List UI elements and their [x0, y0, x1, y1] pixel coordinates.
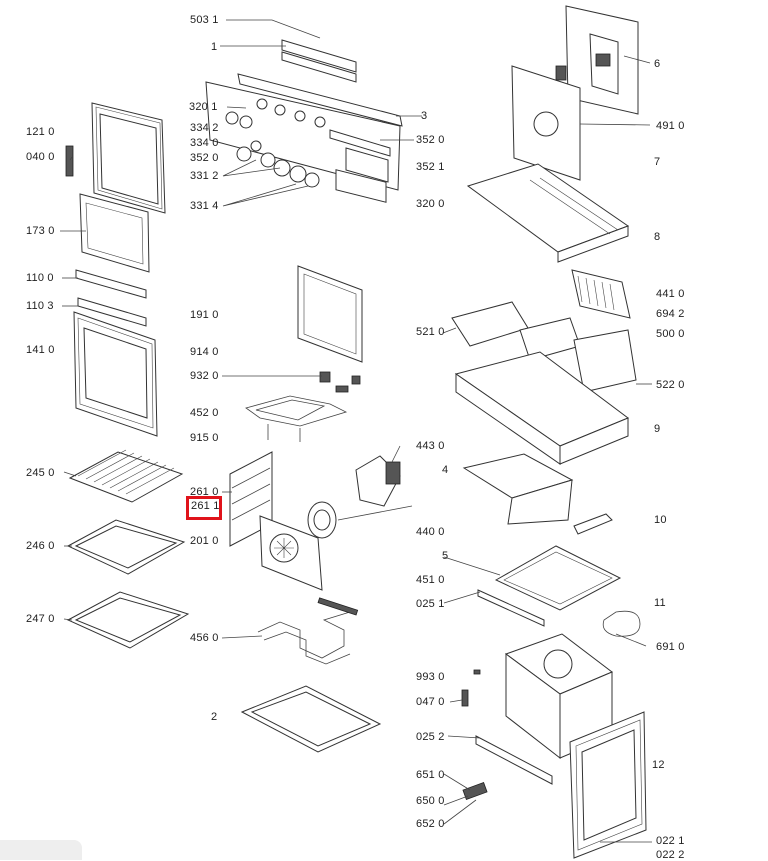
- oven-cavity-frame-part: [454, 351, 630, 465]
- part-label[interactable]: 6: [654, 58, 661, 70]
- part-label[interactable]: 8: [654, 231, 661, 243]
- part-label[interactable]: 246 0: [26, 540, 55, 552]
- part-label[interactable]: 4: [442, 464, 449, 476]
- rear-panel-part: [259, 515, 323, 591]
- part-label[interactable]: 025 1: [416, 598, 445, 610]
- panel-bracket-part: [281, 39, 357, 83]
- part-label[interactable]: 694 2: [656, 308, 685, 320]
- convection-fan-part: [307, 501, 337, 539]
- hinge-part: [461, 669, 488, 800]
- part-label[interactable]: 331 2: [190, 170, 219, 182]
- control-knobs-part: [236, 140, 320, 188]
- part-label[interactable]: 651 0: [416, 769, 445, 781]
- part-label[interactable]: 334 0: [190, 137, 219, 149]
- part-label[interactable]: 173 0: [26, 225, 55, 237]
- door-seal-part: [602, 610, 641, 637]
- door-handle-part: [65, 145, 74, 177]
- control-panel-part: [205, 73, 403, 203]
- part-label[interactable]: 932 0: [190, 370, 219, 382]
- insulation-part: [462, 453, 574, 525]
- outer-door-part: [73, 311, 158, 437]
- part-label[interactable]: 121 0: [26, 126, 55, 138]
- part-label[interactable]: 440 0: [416, 526, 445, 538]
- part-label[interactable]: 452 0: [190, 407, 219, 419]
- door-profile-part: [75, 269, 147, 327]
- panel-trim-part: [329, 129, 391, 183]
- part-label[interactable]: 141 0: [26, 344, 55, 356]
- part-label[interactable]: 191 0: [190, 309, 219, 321]
- door-frame-part: [91, 102, 166, 214]
- part-label[interactable]: 650 0: [416, 795, 445, 807]
- electronics-module-part: [451, 301, 637, 393]
- glass-panel-part: [494, 545, 622, 611]
- part-label[interactable]: 201 0: [190, 535, 219, 547]
- lamp-part: [319, 371, 361, 393]
- deep-tray-part: [66, 591, 190, 649]
- wire-shelf-part: [68, 449, 184, 503]
- part-label[interactable]: 12: [652, 759, 665, 771]
- door-glass-part: [79, 193, 150, 273]
- part-label-highlighted[interactable]: 261 1: [191, 500, 220, 512]
- part-label[interactable]: 025 2: [416, 731, 445, 743]
- viewer-corner-tab: [0, 840, 82, 860]
- part-label[interactable]: 10: [654, 514, 667, 526]
- part-label[interactable]: 443 0: [416, 440, 445, 452]
- part-label[interactable]: 247 0: [26, 613, 55, 625]
- part-label[interactable]: 352 0: [416, 134, 445, 146]
- part-label[interactable]: 9: [654, 423, 661, 435]
- part-label[interactable]: 441 0: [656, 288, 685, 300]
- part-label[interactable]: 320 0: [416, 198, 445, 210]
- part-label[interactable]: 500 0: [656, 328, 685, 340]
- bottom-rail-part: [475, 735, 553, 785]
- part-label[interactable]: 915 0: [190, 432, 219, 444]
- part-label[interactable]: 456 0: [190, 632, 219, 644]
- part-label[interactable]: 503 1: [190, 14, 219, 26]
- part-label[interactable]: 7: [654, 156, 661, 168]
- part-label[interactable]: 5: [442, 550, 449, 562]
- rear-plate-part: [511, 65, 581, 181]
- part-label[interactable]: 3: [421, 110, 428, 122]
- part-label[interactable]: 491 0: [656, 120, 685, 132]
- part-label[interactable]: 245 0: [26, 467, 55, 479]
- front-door-part: [569, 711, 647, 859]
- part-label[interactable]: 110 3: [26, 300, 54, 312]
- bottom-heating-element-part: [257, 597, 359, 665]
- part-label[interactable]: 352 1: [416, 161, 445, 173]
- bracket-10-part: [573, 513, 613, 535]
- part-label[interactable]: 047 0: [416, 696, 445, 708]
- oven-light-cover-part: [297, 265, 363, 363]
- part-label[interactable]: 914 0: [190, 346, 219, 358]
- top-cover-part: [466, 163, 630, 263]
- part-label[interactable]: 022 1: [656, 835, 685, 847]
- part-label[interactable]: 040 0: [26, 151, 55, 163]
- part-label[interactable]: 691 0: [656, 641, 685, 653]
- fan-motor-part: [355, 455, 401, 507]
- part-label[interactable]: 451 0: [416, 574, 445, 586]
- oven-floor-part: [240, 685, 382, 753]
- part-label[interactable]: 320 1: [189, 101, 218, 113]
- part-label[interactable]: 521 0: [416, 326, 445, 338]
- baking-tray-part: [66, 519, 186, 575]
- part-label[interactable]: 334 2: [190, 122, 219, 134]
- part-label[interactable]: 022 2: [656, 849, 685, 861]
- selected-part-highlight: [186, 496, 222, 520]
- part-label[interactable]: 352 0: [190, 152, 219, 164]
- side-strip-part: [477, 589, 545, 627]
- cooling-fan-part: [571, 269, 631, 319]
- part-label[interactable]: 11: [654, 597, 666, 609]
- part-label[interactable]: 110 0: [26, 272, 54, 284]
- part-label[interactable]: 993 0: [416, 671, 445, 683]
- back-cover-part: [565, 5, 639, 115]
- part-label[interactable]: 261 0: [190, 486, 219, 498]
- part-label[interactable]: 1: [211, 41, 218, 53]
- part-label[interactable]: 522 0: [656, 379, 685, 391]
- part-label[interactable]: 652 0: [416, 818, 445, 830]
- part-label[interactable]: 331 4: [190, 200, 219, 212]
- part-label[interactable]: 2: [211, 711, 218, 723]
- top-heating-element-part: [245, 395, 348, 442]
